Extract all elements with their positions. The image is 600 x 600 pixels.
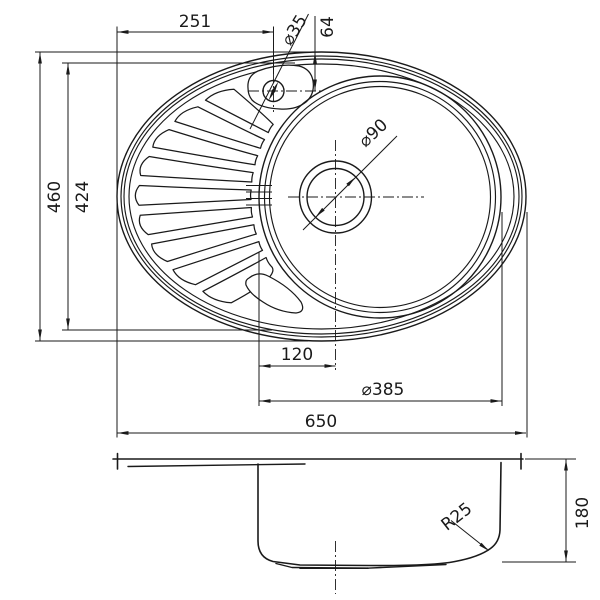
dim-label-d385: ⌀385 [362, 380, 405, 400]
dim-label-424: 424 [73, 181, 93, 213]
dim-label-180: 180 [573, 497, 593, 529]
rim-outline [116, 51, 527, 342]
dim-overall-width: 650 [117, 412, 526, 435]
dim-label-r25: R25 [438, 499, 477, 535]
dim-corner-radius: R25 [438, 499, 489, 551]
dim-label-64: 64 [318, 16, 338, 38]
drainboard-ribs [134, 88, 274, 304]
drainboard-bottom-panel [245, 273, 304, 314]
side-view [112, 452, 524, 594]
dim-label-120: 120 [281, 345, 313, 365]
dim-top-width: 251 [117, 12, 274, 34]
dim-label-650: 650 [305, 412, 337, 432]
dim-height: 180 [564, 459, 593, 562]
dim-overall-depth: 460 [38, 52, 65, 341]
extension-lines [35, 26, 576, 563]
dim-label-460: 460 [45, 181, 65, 213]
bowl-outline [258, 75, 502, 319]
overflow-ticks [246, 185, 272, 206]
dim-tap-offset: 64 [313, 16, 338, 91]
dim-bowl: ⌀385 [259, 380, 502, 403]
top-view [116, 51, 527, 370]
drainboard-surface [127, 463, 306, 468]
dim-drain-offset: 120 [259, 345, 336, 368]
dim-label-251: 251 [179, 12, 211, 32]
bowl-profile [257, 461, 502, 567]
dim-bowl-rim-depth: 424 [66, 63, 93, 330]
